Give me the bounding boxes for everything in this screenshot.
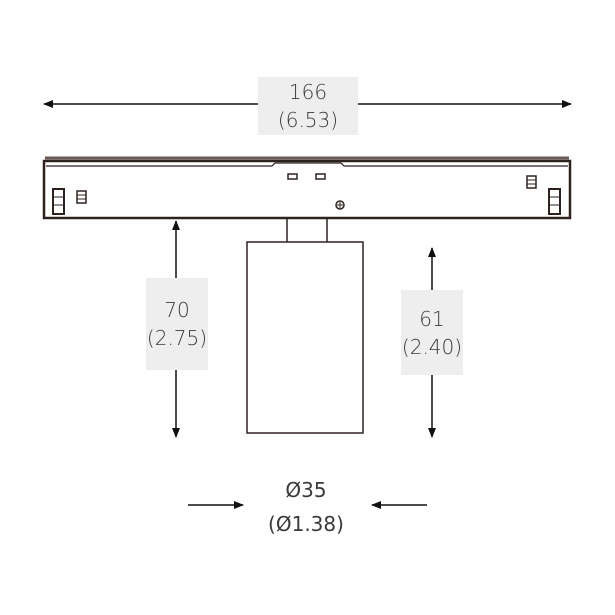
length-mm: 166 xyxy=(288,80,328,104)
head-height-mm: 61 xyxy=(419,306,445,331)
track-rail xyxy=(42,156,572,220)
total-height-label: 70 (2.75) xyxy=(146,278,208,370)
diameter-mm: Ø35 xyxy=(285,478,327,502)
length-inch: (6.53) xyxy=(277,108,339,132)
head-height-label: 61 (2.40) xyxy=(401,290,463,375)
spotlight-head xyxy=(246,219,364,434)
total-height-inch: (2.75) xyxy=(146,326,208,350)
height-dimension-arrows xyxy=(172,220,436,438)
diameter-inch: (Ø1.38) xyxy=(268,512,344,536)
length-label: 166 (6.53) xyxy=(258,77,358,135)
head-height-inch: (2.40) xyxy=(401,334,463,359)
diameter-label: Ø35 (Ø1.38) xyxy=(250,475,362,539)
total-height-mm: 70 xyxy=(164,298,190,322)
